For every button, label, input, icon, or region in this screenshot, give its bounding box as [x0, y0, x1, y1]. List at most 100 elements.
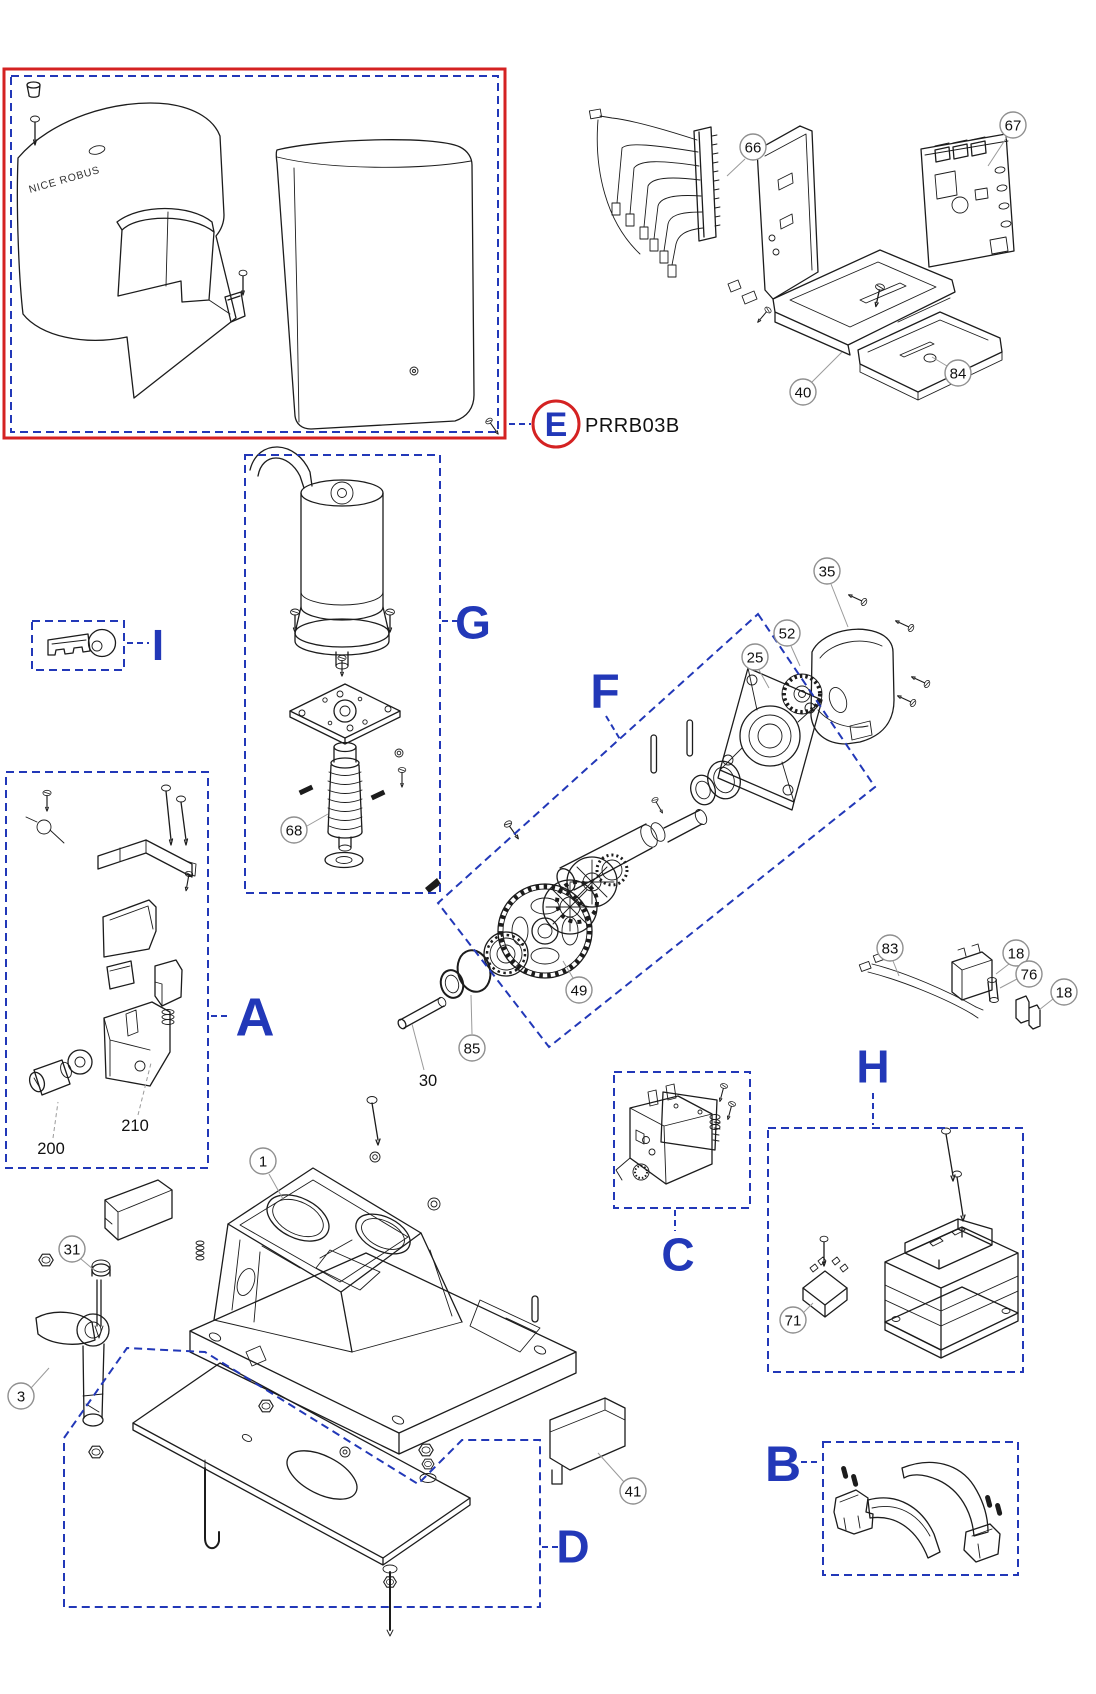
control-board-drawing	[920, 133, 1015, 268]
section-box-C	[613, 1071, 751, 1209]
part-number-25: 25	[747, 649, 764, 666]
part-callout-25: 25	[741, 643, 769, 671]
section-box-E-highlight	[2, 67, 507, 440]
part-number-210: 210	[121, 1117, 149, 1135]
section-box-B	[822, 1441, 1019, 1576]
base-casting-drawing	[38, 1096, 577, 1455]
gearbox-assembly-drawing	[397, 590, 932, 1030]
leader-line-71	[803, 1302, 814, 1313]
highlight-circle-E	[531, 399, 581, 449]
part-callout-210: 210	[121, 1117, 149, 1135]
leader-line-31	[80, 1258, 95, 1271]
part-number-31: 31	[64, 1241, 81, 1258]
part-number-3: 3	[17, 1388, 25, 1405]
section-letter-B: B	[765, 1436, 801, 1492]
part-callout-83: 83	[876, 934, 904, 962]
section-connector-F	[605, 715, 622, 742]
part-callout-76: 76	[1015, 960, 1043, 988]
wiring-harness-drawing	[588, 108, 721, 278]
leader-line-84	[931, 356, 948, 367]
part-callout-40: 40	[789, 378, 817, 406]
part-callout-31: 31	[58, 1235, 86, 1263]
part-callout-84: 84	[944, 359, 972, 387]
section-box-D	[63, 1346, 541, 1608]
section-label-C: C	[661, 1210, 695, 1281]
part-number-41: 41	[625, 1483, 642, 1500]
leader-line-66	[726, 158, 746, 177]
leader-line-18	[995, 963, 1010, 975]
base-tray-plate-drawing	[857, 311, 1003, 401]
cover-rear-drawing	[275, 139, 502, 437]
part-number-85: 85	[464, 1040, 481, 1057]
part-number-83: 83	[882, 940, 899, 957]
part-callout-85: 85	[458, 1034, 486, 1062]
section-letter-H: H	[856, 1041, 889, 1093]
motor-assembly-drawing	[249, 446, 407, 869]
part-number-49: 49	[571, 982, 588, 999]
foundation-plate-drawing	[88, 1362, 471, 1637]
section-letter-F: F	[590, 665, 619, 718]
section-letter-A: A	[236, 987, 275, 1047]
part-number-71: 71	[785, 1312, 802, 1329]
capacitor-wiring-drawing	[858, 943, 1041, 1030]
part-number-76: 76	[1021, 966, 1038, 983]
part-callout-68: 68	[280, 816, 308, 844]
section-label-I: I	[127, 621, 164, 670]
leader-line-68	[306, 813, 329, 827]
leader-line-52	[790, 645, 801, 667]
part-number-66: 66	[745, 139, 762, 156]
leader-line-18	[1038, 998, 1054, 1011]
leader-line-210	[137, 1062, 152, 1116]
leader-line-67	[987, 136, 1008, 167]
part-callout-66: 66	[739, 133, 767, 161]
part-callout-41: 41	[619, 1477, 647, 1505]
section-label-B: B	[765, 1436, 820, 1492]
part-number-35: 35	[819, 563, 836, 580]
limit-switch-drawing	[615, 1082, 737, 1185]
part-number-200: 200	[37, 1140, 65, 1158]
part-callout-1: 1	[249, 1147, 277, 1175]
part-number-30: 30	[419, 1072, 437, 1090]
part-callout-67: 67	[999, 111, 1027, 139]
part-number-40: 40	[795, 384, 812, 401]
section-label-F: F	[590, 665, 622, 742]
section-box-G	[244, 454, 441, 894]
mount-bracket-bolt-lever-drawing	[35, 1179, 173, 1427]
part-callout-49: 49	[565, 976, 593, 1004]
section-box-F	[436, 612, 877, 1049]
leader-line-35	[830, 583, 849, 628]
part-callout-3: 3	[7, 1382, 35, 1410]
part-callout-30: 30	[419, 1072, 437, 1090]
section-letter-I: I	[152, 621, 164, 670]
leader-line-200	[52, 1101, 59, 1139]
release-levers-drawing	[833, 1461, 1003, 1563]
product-brand-text: NICE ROBUS	[28, 164, 102, 196]
leader-line-85	[470, 994, 473, 1035]
part-callout-35: 35	[813, 557, 841, 585]
section-box-I	[31, 620, 125, 671]
release-key-drawing	[47, 628, 117, 658]
part-number-67: 67	[1005, 117, 1022, 134]
part-number-18: 18	[1008, 945, 1025, 962]
leader-line-25	[758, 669, 770, 689]
chassis-housing-drawing	[727, 125, 956, 356]
part-number-84: 84	[950, 365, 967, 382]
section-letter-E: E	[545, 406, 568, 444]
part-callout-71: 71	[779, 1306, 807, 1334]
leader-line-83	[892, 960, 900, 977]
leader-line-1	[268, 1173, 284, 1200]
section-label-H: H	[856, 1041, 890, 1125]
leader-line-41	[597, 1452, 625, 1483]
cover-stop-block-drawing	[549, 1397, 626, 1485]
cover-front-drawing: NICE ROBUS	[16, 81, 248, 399]
part-number-52: 52	[779, 625, 796, 642]
section-box-H	[767, 1127, 1024, 1373]
leader-line-30	[411, 1023, 425, 1071]
transformer-kit-drawing	[802, 1127, 1019, 1359]
leader-line-40	[811, 351, 843, 383]
part-number-18: 18	[1056, 984, 1073, 1001]
part-callout-18: 18	[1002, 939, 1030, 967]
